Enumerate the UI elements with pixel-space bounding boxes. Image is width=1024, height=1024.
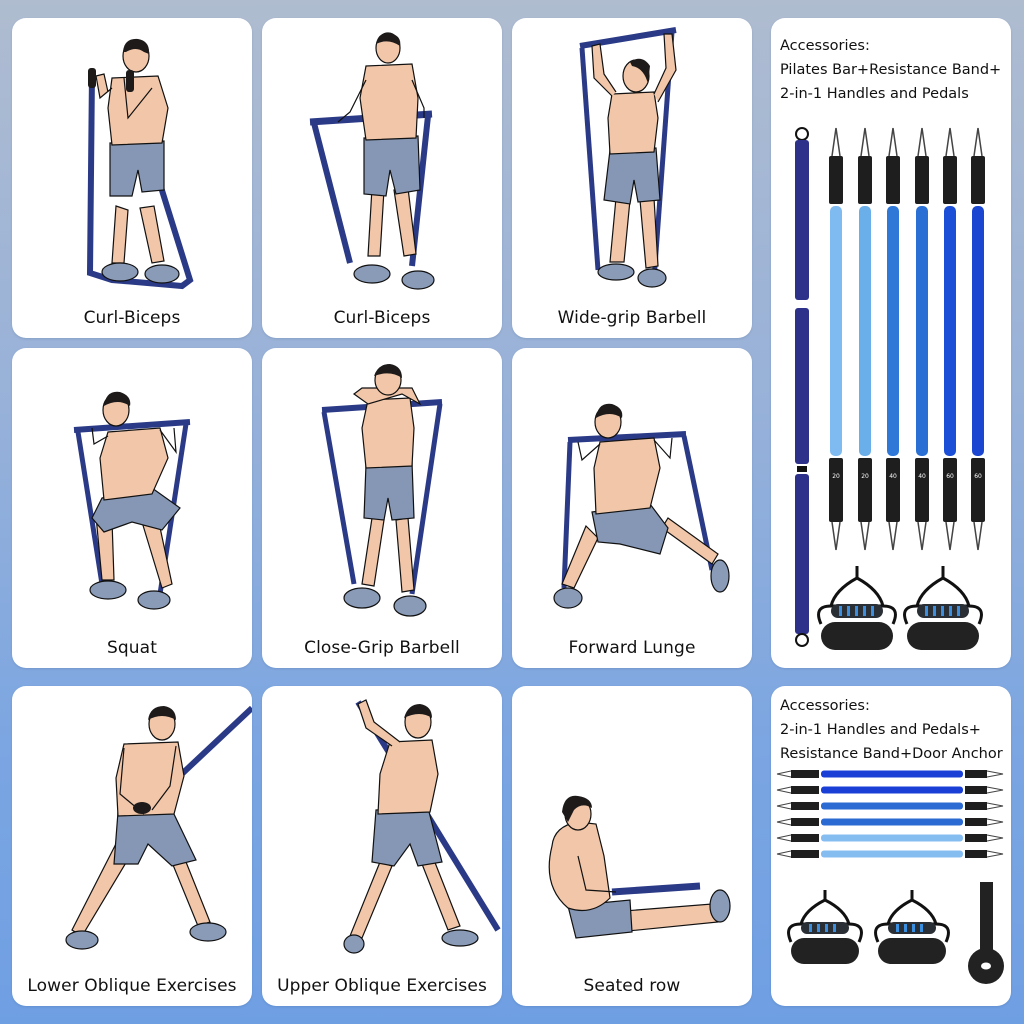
forward-lunge-illustration (553, 403, 730, 609)
exercise-card-curl-biceps-2: Curl-Biceps (262, 18, 502, 338)
svg-text:20: 20 (861, 473, 869, 480)
handle-pedal-icon (903, 566, 983, 650)
lower-oblique-illustration (65, 705, 252, 950)
handle-pedal-icon (817, 566, 897, 650)
resistance-bands-icon (776, 770, 1004, 858)
svg-text:40: 40 (889, 473, 897, 480)
close-grip-barbell-illustration (321, 364, 443, 617)
door-anchor-icon (968, 882, 1004, 984)
pilates-kit-illustration: 20 20 40 (795, 127, 985, 650)
accessories-title: Accessories: Pilates Bar+Resistance Band… (780, 34, 1001, 106)
handle-pedal-icon (874, 890, 950, 964)
wide-grip-barbell-illustration (579, 27, 677, 288)
exercise-card-close-grip-barbell: Close-Grip Barbell (262, 348, 502, 668)
svg-text:40: 40 (918, 473, 926, 480)
accessories-panel-pilates: Accessories: Pilates Bar+Resistance Band… (771, 18, 1011, 668)
accessories-heading: Accessories: (780, 38, 870, 54)
accessories-line-2: Resistance Band+Door Anchor (780, 746, 1003, 762)
exercise-card-forward-lunge: Forward Lunge (512, 348, 752, 668)
exercise-label: Upper Oblique Exercises (277, 976, 487, 996)
svg-text:60: 60 (974, 473, 982, 480)
svg-text:60: 60 (946, 473, 954, 480)
curl-biceps-bar-illustration (309, 32, 435, 290)
exercise-card-wide-grip-barbell: Wide-grip Barbell (512, 18, 752, 338)
svg-text:20: 20 (832, 473, 840, 480)
exercise-card-curl-biceps-1: Curl-Biceps (12, 18, 252, 338)
accessories-line-1: Pilates Bar+Resistance Band+ (780, 62, 1002, 78)
seated-row-illustration (548, 795, 731, 939)
accessories-line-1: 2-in-1 Handles and Pedals+ (780, 722, 981, 738)
curl-biceps-illustration (86, 38, 194, 290)
resistance-bands-icon: 20 20 40 (829, 127, 985, 551)
squat-illustration (73, 391, 191, 610)
exercise-label: Close-Grip Barbell (304, 638, 460, 658)
exercise-label: Squat (107, 638, 157, 658)
door-anchor-kit-illustration (776, 770, 1004, 984)
exercise-label: Curl-Biceps (333, 308, 431, 328)
exercise-card-lower-oblique: Lower Oblique Exercises (12, 686, 252, 1006)
exercise-label: Lower Oblique Exercises (27, 976, 237, 996)
accessories-heading: Accessories: (780, 698, 870, 714)
exercise-card-seated-row: Seated row (512, 686, 752, 1006)
accessories-line-2: 2-in-1 Handles and Pedals (780, 86, 969, 102)
exercise-label: Wide-grip Barbell (557, 308, 707, 328)
accessories-panel-door-anchor: Accessories: 2-in-1 Handles and Pedals+ … (771, 686, 1011, 1006)
exercise-card-squat: Squat (12, 348, 252, 668)
pilates-bar-icon (795, 127, 809, 647)
exercise-card-upper-oblique: Upper Oblique Exercises (262, 686, 502, 1006)
accessories-title: Accessories: 2-in-1 Handles and Pedals+ … (780, 694, 1003, 766)
exercise-label: Seated row (583, 976, 681, 996)
exercise-label: Curl-Biceps (83, 308, 181, 328)
upper-oblique-illustration (343, 699, 501, 954)
handle-pedal-icon (787, 890, 863, 964)
exercise-label: Forward Lunge (568, 638, 696, 658)
